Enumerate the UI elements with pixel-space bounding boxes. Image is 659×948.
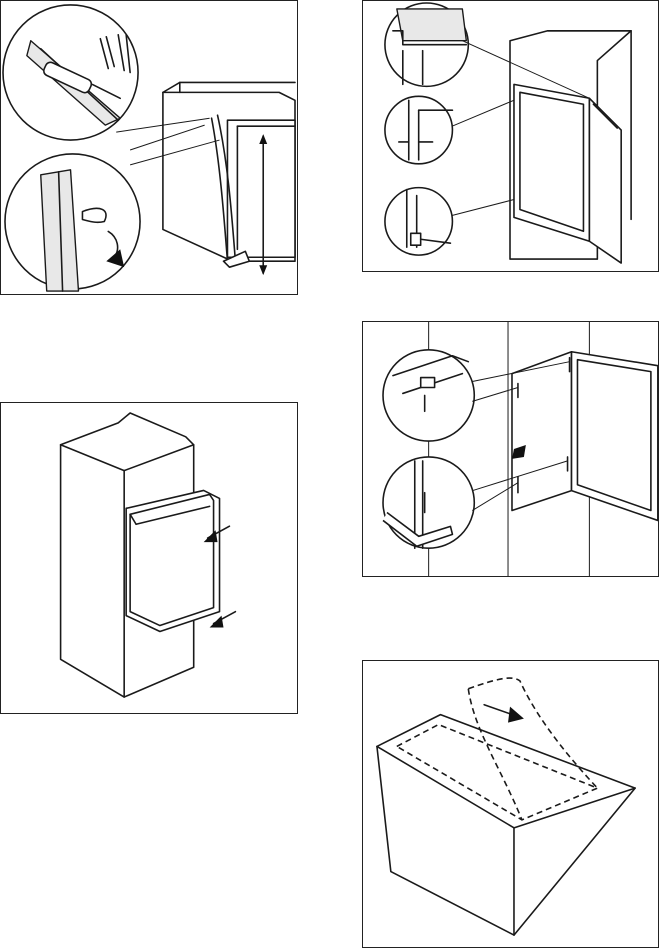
figure-packaging-tape-removal (362, 660, 659, 948)
figure-door-hinge-screws (362, 321, 659, 577)
appliance-installed-in-cabinet-illustration (1, 403, 297, 713)
figure-cut-seal-strip (0, 0, 298, 295)
figure-appliance-in-cabinet (0, 402, 298, 714)
cut-seal-strip-illustration (1, 1, 297, 294)
door-gap-check-illustration (363, 1, 658, 271)
figure-door-gap-check (362, 0, 659, 272)
door-hinge-screws-illustration (363, 322, 658, 576)
packaging-tape-removal-illustration (363, 661, 658, 947)
